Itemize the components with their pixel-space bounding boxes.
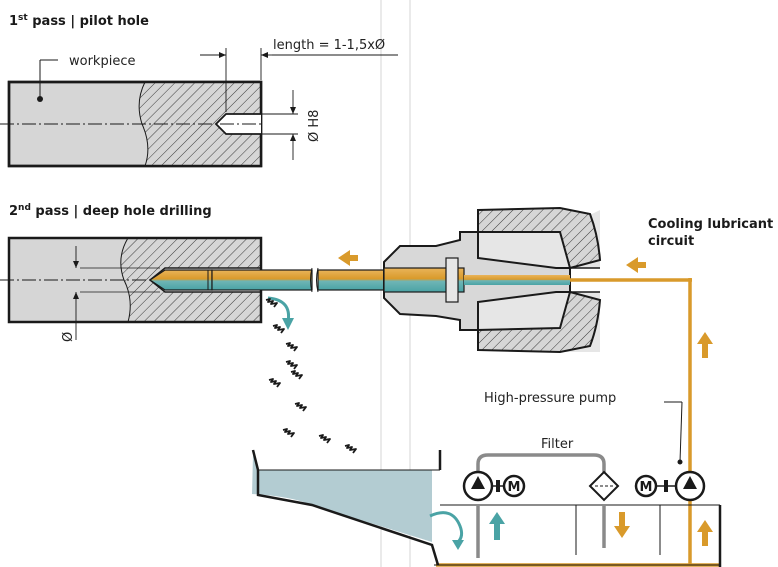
pump-label: High-pressure pump bbox=[484, 391, 616, 406]
pass2-title: 2nd pass | deep hole drilling bbox=[9, 203, 212, 219]
tank-flow-arrows bbox=[429, 511, 505, 550]
coolant-tank bbox=[251, 449, 722, 567]
chip-flow-arrow bbox=[267, 296, 294, 330]
h8-dimension bbox=[262, 90, 298, 160]
pump-left bbox=[462, 470, 526, 502]
chips bbox=[265, 298, 357, 481]
tool-holder bbox=[383, 206, 602, 354]
drill-shaft bbox=[148, 267, 385, 293]
h8-label: Ø H8 bbox=[307, 110, 322, 142]
filter-pipe bbox=[476, 453, 606, 558]
pilot-hole-workpiece bbox=[0, 59, 263, 168]
filter-label: Filter bbox=[541, 437, 574, 452]
length-dimension bbox=[200, 48, 398, 112]
filter-symbol bbox=[588, 470, 620, 502]
cooling-label-line1: Cooling lubricant bbox=[648, 217, 773, 232]
motor-label-left: M bbox=[508, 480, 521, 495]
workpiece-label: workpiece bbox=[69, 54, 135, 69]
coolant-arrows bbox=[338, 250, 713, 546]
pump-right bbox=[634, 401, 706, 502]
length-label: length = 1-1,5xØ bbox=[273, 38, 385, 53]
cooling-label-line2: circuit bbox=[648, 234, 694, 249]
pass1-title: 1st pass | pilot hole bbox=[9, 13, 149, 29]
diameter-label: Ø bbox=[61, 332, 76, 342]
motor-label-right: M bbox=[640, 480, 653, 495]
